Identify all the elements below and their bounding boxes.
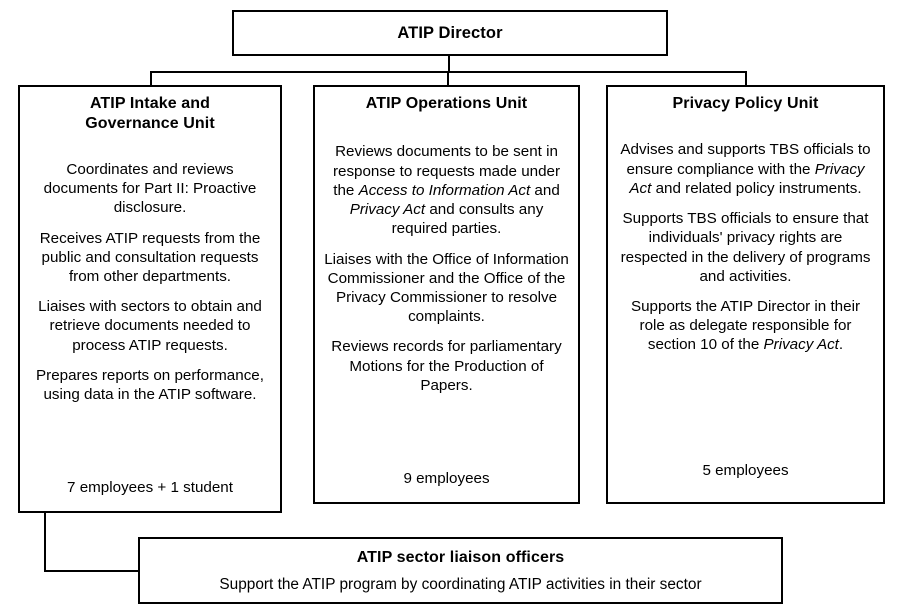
connector-drop-operations-unit bbox=[447, 71, 449, 87]
intake-unit-paragraph: Coordinates and reviews documents for Pa… bbox=[43, 160, 257, 217]
director-title: ATIP Director bbox=[397, 24, 503, 42]
operations-unit-paragraph: Reviews documents to be sent in response… bbox=[332, 143, 561, 238]
privacy-unit-employee-count: 5 employees bbox=[702, 461, 789, 479]
operations-unit-title: ATIP Operations Unit bbox=[321, 94, 572, 114]
connector-drop-intake-unit bbox=[150, 71, 152, 87]
intake-unit-paragraph: Prepares reports on performance, using d… bbox=[36, 366, 264, 404]
privacy-unit-body: Advises and supports TBS officials to en… bbox=[615, 140, 876, 354]
privacy-unit-title: Privacy Policy Unit bbox=[615, 94, 876, 114]
privacy-unit-paragraph: Supports the ATIP Director in their role… bbox=[630, 298, 861, 354]
operations-unit-paragraph: Liaises with the Office of Information C… bbox=[324, 250, 569, 326]
connector-liaison-horizontal bbox=[44, 570, 140, 572]
node-atip-sector-liaison-officers: ATIP sector liaison officers Support the… bbox=[138, 537, 783, 604]
intake-unit-paragraph: Receives ATIP requests from the public a… bbox=[39, 229, 261, 286]
intake-unit-body: Coordinates and reviews documents for Pa… bbox=[26, 160, 274, 404]
operations-unit-title-line1: ATIP Operations Unit bbox=[365, 95, 528, 112]
privacy-unit-title-line1: Privacy Policy Unit bbox=[672, 95, 819, 112]
liaison-description: Support the ATIP program by coordinating… bbox=[219, 576, 702, 594]
operations-unit-body: Reviews documents to be sent in response… bbox=[321, 142, 572, 395]
node-atip-intake-and-governance-unit: ATIP Intake and Governance Unit Coordina… bbox=[18, 85, 282, 513]
operations-unit-paragraph: Reviews records for parliamentary Motion… bbox=[331, 338, 562, 394]
privacy-unit-paragraph: Supports TBS officials to ensure that in… bbox=[620, 210, 871, 285]
intake-unit-paragraph: Liaises with sectors to obtain and retri… bbox=[38, 298, 262, 354]
operations-unit-employee-count: 9 employees bbox=[403, 469, 490, 487]
intake-unit-title-line2: Governance Unit bbox=[85, 115, 215, 133]
node-privacy-policy-unit: Privacy Policy Unit Advises and supports… bbox=[606, 85, 885, 504]
intake-unit-title-line1: ATIP Intake and bbox=[89, 95, 211, 112]
connector-director-stem bbox=[448, 56, 450, 73]
liaison-title: ATIP sector liaison officers bbox=[356, 549, 565, 566]
connector-liaison-vertical bbox=[44, 513, 46, 572]
intake-unit-employee-count: 7 employees + 1 student bbox=[67, 478, 233, 496]
node-atip-operations-unit: ATIP Operations Unit Reviews documents t… bbox=[313, 85, 580, 504]
connector-drop-privacy-unit bbox=[745, 71, 747, 87]
intake-unit-title: ATIP Intake and Governance Unit bbox=[26, 94, 274, 135]
privacy-unit-paragraph: Advises and supports TBS officials to en… bbox=[620, 141, 871, 197]
node-atip-director: ATIP Director bbox=[232, 10, 668, 56]
